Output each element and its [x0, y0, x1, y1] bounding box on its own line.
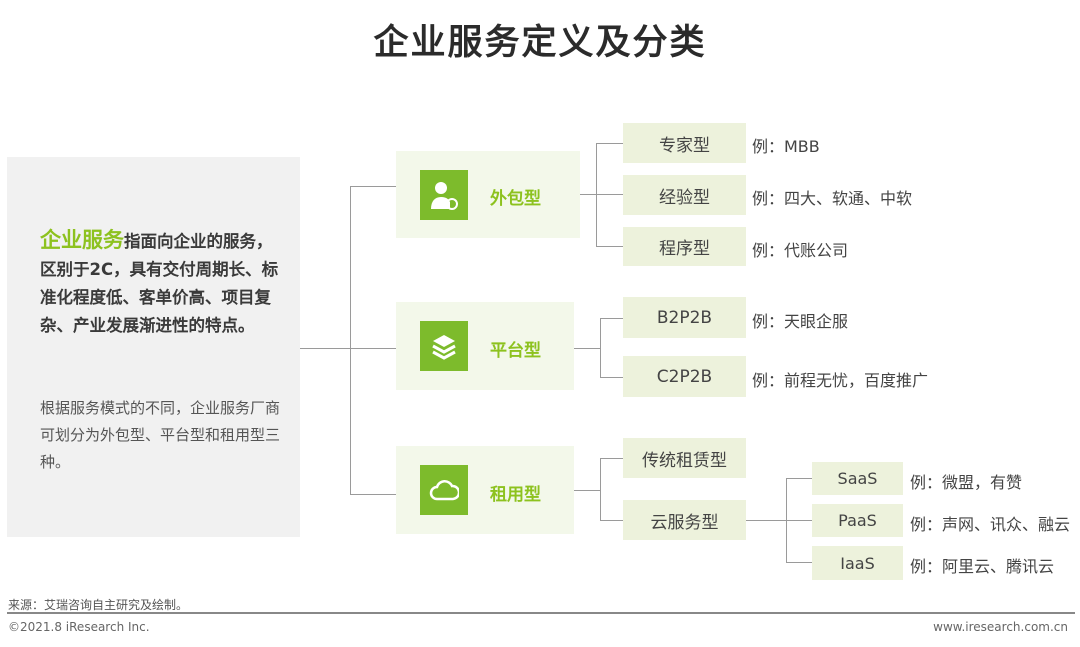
definition-body: 指面向企业的服务，区别于2C，具有交付周期长、标准化程度低、客单价高、项目复杂、…: [40, 232, 279, 335]
connector: [600, 377, 623, 378]
source-note: 来源：艾瑞咨询自主研究及绘制。: [8, 598, 189, 612]
example-text: 例：声网、讯众、融云: [910, 515, 1071, 534]
connector: [786, 562, 812, 563]
type-iaas: IaaS: [812, 546, 903, 580]
group-rental: 租用型: [396, 446, 574, 534]
page-title: 企业服务定义及分类: [373, 23, 707, 63]
type-c2p2b: C2P2B: [623, 356, 746, 397]
connector: [574, 490, 600, 491]
connector: [574, 348, 600, 349]
connector: [580, 194, 596, 195]
group-label: 平台型: [490, 341, 541, 361]
connector: [350, 348, 396, 349]
connector: [350, 186, 351, 495]
copyright: ©2021.8 iResearch Inc.: [8, 620, 150, 634]
example-text: 例：代账公司: [752, 241, 849, 260]
connector: [350, 494, 396, 495]
connector: [596, 143, 597, 247]
connector: [786, 520, 812, 521]
website-link[interactable]: www.iresearch.com.cn: [933, 620, 1068, 634]
connector: [600, 520, 623, 521]
group-platform: 平台型: [396, 302, 574, 390]
type-expert: 专家型: [623, 123, 746, 163]
example-text: 例：四大、软通、中软: [752, 189, 913, 208]
connector: [596, 246, 623, 247]
group-label: 租用型: [490, 485, 541, 505]
type-saas: SaaS: [812, 462, 903, 495]
type-b2p2b: B2P2B: [623, 297, 746, 338]
example-text: 例：阿里云、腾讯云: [910, 557, 1055, 576]
connector: [596, 194, 623, 195]
type-cloud-service: 云服务型: [623, 500, 746, 540]
connector: [600, 458, 623, 459]
classification-note: 根据服务模式的不同，企业服务厂商可划分为外包型、平台型和租用型三种。: [40, 399, 281, 471]
cloud-icon: [420, 465, 468, 515]
connector: [596, 143, 623, 144]
definition-highlight: 企业服务: [40, 228, 124, 252]
connector: [746, 520, 786, 521]
type-paas: PaaS: [812, 504, 903, 537]
example-text: 例：前程无忧，百度推广: [752, 371, 929, 390]
example-text: 例：MBB: [752, 137, 820, 156]
connector: [600, 318, 601, 378]
connector: [300, 348, 350, 349]
group-label: 外包型: [490, 189, 541, 209]
example-text: 例：天眼企服: [752, 312, 849, 331]
connector: [350, 186, 396, 187]
person-refresh-icon: [420, 170, 468, 220]
definition-text: 企业服务指面向企业的服务，区别于2C，具有交付周期长、标准化程度低、客单价高、项…: [40, 226, 280, 340]
group-outsourcing: 外包型: [396, 151, 580, 238]
connector: [600, 458, 601, 521]
type-program: 程序型: [623, 227, 746, 266]
type-traditional-rental: 传统租赁型: [623, 438, 746, 478]
example-text: 例：微盟，有赞: [910, 473, 1023, 492]
definition-panel: [7, 157, 300, 537]
layers-icon: [420, 321, 468, 371]
type-experience: 经验型: [623, 175, 746, 215]
connector: [786, 478, 812, 479]
connector: [600, 318, 623, 319]
footer-divider: [7, 612, 1075, 614]
